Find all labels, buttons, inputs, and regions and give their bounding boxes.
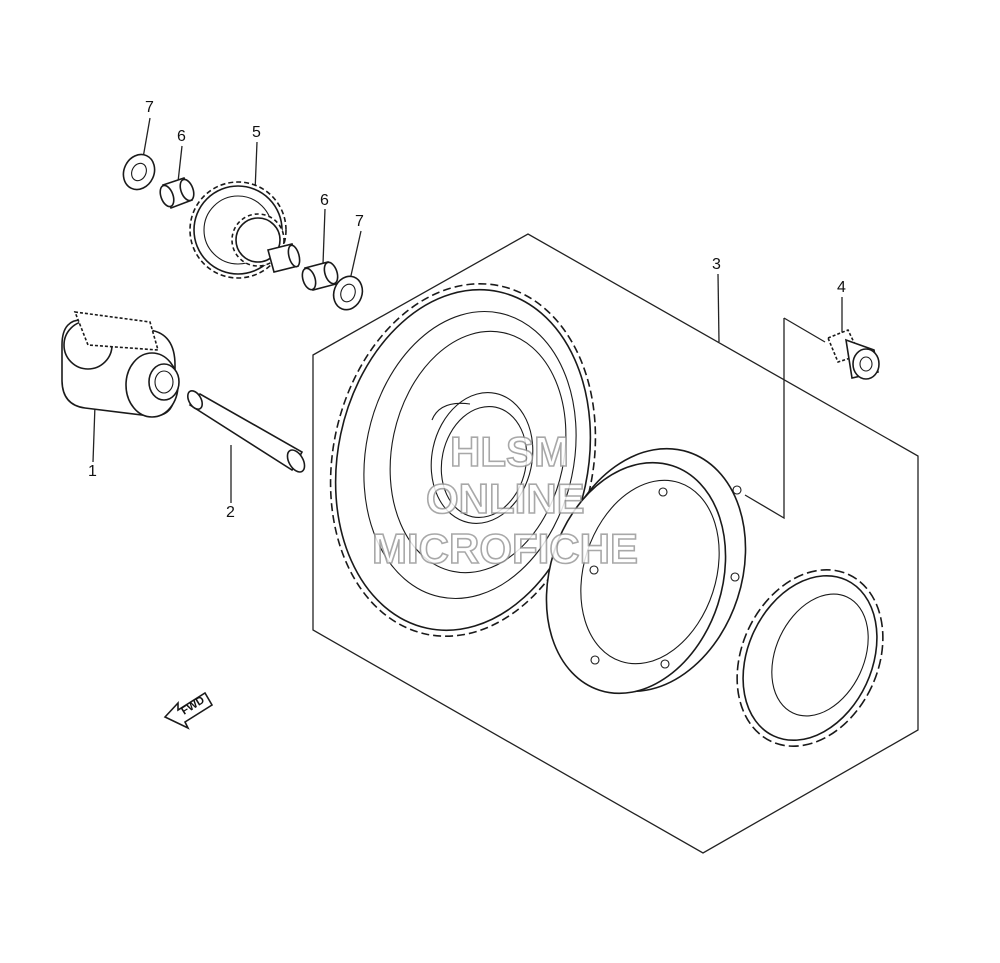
leader-lines bbox=[92, 117, 843, 520]
clutch-housing bbox=[545, 447, 747, 695]
watermark-line-2: ONLINE bbox=[426, 475, 585, 522]
callout-7-lower: 7 bbox=[355, 213, 364, 230]
callout-6-lower: 6 bbox=[320, 192, 329, 209]
washer-part-7a bbox=[122, 153, 156, 191]
assembly-group-outline bbox=[312, 233, 919, 854]
callout-2: 2 bbox=[226, 504, 235, 521]
callout-1: 1 bbox=[88, 463, 97, 480]
one-way-clutch bbox=[736, 569, 884, 747]
bolt-part-4 bbox=[826, 328, 880, 380]
washer-part-7b bbox=[332, 275, 364, 311]
callout-6-upper: 6 bbox=[177, 128, 186, 145]
callouts: 7 6 5 6 7 3 4 1 2 bbox=[88, 99, 846, 521]
watermark-line-3: MICROFICHE bbox=[372, 525, 638, 572]
callout-7-upper: 7 bbox=[145, 99, 154, 116]
bushing-part-6b bbox=[301, 261, 339, 291]
starter-clutch-gear-part-3 bbox=[329, 283, 597, 637]
callout-4: 4 bbox=[837, 279, 846, 296]
watermark-line-1: HLSM bbox=[450, 428, 569, 475]
starter-gear-part-1 bbox=[61, 311, 180, 418]
shaft-part-2 bbox=[186, 390, 306, 473]
idler-gear-part-5 bbox=[189, 181, 301, 279]
callout-3: 3 bbox=[712, 256, 721, 273]
bushing-part-6a bbox=[159, 176, 195, 210]
fwd-arrow-icon: FWD bbox=[163, 691, 214, 730]
callout-5: 5 bbox=[252, 124, 261, 141]
watermark: HLSM ONLINE MICROFICHE bbox=[371, 427, 639, 573]
